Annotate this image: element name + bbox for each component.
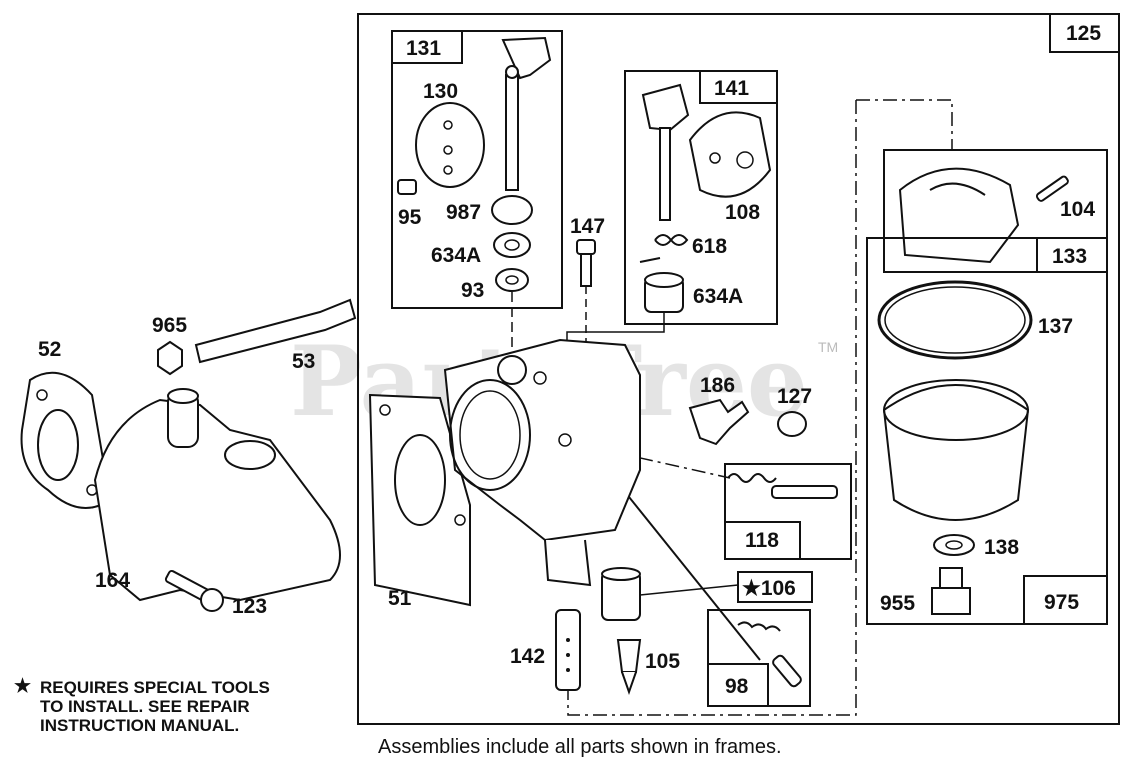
plug-127: [777, 411, 807, 437]
bowl-nut-955: [931, 587, 971, 615]
special-tools-note: ★ REQUIRES SPECIAL TOOLS TO INSTALL. SEE…: [14, 676, 270, 735]
callout-130: 130: [423, 80, 458, 103]
routing-line-1: [856, 99, 953, 150]
fitting-186: [688, 398, 750, 446]
float-pin: [1035, 175, 1069, 202]
callout-51: 51: [388, 587, 412, 610]
callout-186: 186: [700, 374, 735, 397]
spring-618: [639, 234, 689, 263]
routing-line-8: [639, 584, 739, 596]
callout-125: 125: [1066, 22, 1101, 45]
washer-93: [495, 268, 529, 292]
fuel-fitting-53: [194, 298, 357, 364]
callout-53: 53: [292, 350, 315, 373]
callout-118: 118: [745, 529, 779, 552]
callout-955: 955: [880, 592, 915, 615]
callout-137: 137: [1038, 315, 1073, 338]
needle-105: [616, 639, 642, 673]
callout-98: 98: [725, 675, 749, 698]
gasket-52: [20, 371, 112, 509]
callout-123: 123: [232, 595, 267, 618]
emulsion-tube-142: [555, 609, 581, 691]
label-box-98: [707, 663, 769, 707]
callout-138: 138: [984, 536, 1019, 559]
float-bowl: [882, 384, 1030, 521]
screw-147: [576, 239, 596, 255]
watermark-tm: TM: [818, 339, 838, 355]
label-box-106: [737, 571, 813, 603]
callout-104: 104: [1060, 198, 1095, 221]
spring-98: [737, 621, 781, 632]
nut-965: [157, 340, 183, 376]
note-line-1: REQUIRES SPECIAL TOOLS: [40, 678, 270, 697]
mixture-screw: [772, 654, 802, 688]
callout-106: ★106: [742, 577, 796, 600]
seal-987: [491, 195, 533, 225]
assembly-frame-133: [866, 237, 1108, 625]
callout-975: 975: [1044, 591, 1079, 614]
callout-147: 147: [570, 215, 605, 238]
callout-634a-1: 634A: [431, 244, 481, 267]
callout-133: 133: [1052, 245, 1087, 268]
assemblies-caption: Assemblies include all parts shown in fr…: [378, 736, 782, 758]
throttle-shaft: [505, 74, 519, 191]
callout-52: 52: [38, 338, 61, 361]
assembly-frame-125: [357, 13, 1120, 725]
carburetor-body: [443, 338, 641, 542]
callout-127: 127: [777, 385, 812, 408]
routing-line-2: [567, 100, 857, 716]
callout-131: 131: [406, 37, 441, 60]
star-icon: ★: [14, 676, 32, 697]
label-box-131: [391, 30, 463, 64]
callout-634a-2: 634A: [693, 285, 743, 308]
seal-634a: [493, 232, 531, 258]
screw-95: [397, 179, 417, 195]
label-box-125: [1049, 13, 1120, 53]
callout-142: 142: [510, 645, 545, 668]
float: [898, 167, 1020, 264]
callout-105: 105: [645, 650, 680, 673]
intake-elbow-164: [93, 398, 341, 602]
label-box-975: [1023, 575, 1108, 625]
throttle-plate: [415, 102, 485, 188]
callout-164: 164: [95, 569, 130, 592]
callout-108: 108: [725, 201, 760, 224]
callout-95: 95: [398, 206, 422, 229]
callout-93: 93: [461, 279, 484, 302]
choke-shaft: [659, 127, 671, 221]
choke-lever: [641, 83, 690, 132]
label-box-118: [724, 521, 801, 560]
gasket-137: [877, 280, 1033, 360]
note-line-3: INSTRUCTION MANUAL.: [40, 716, 240, 735]
callout-965: 965: [152, 314, 187, 337]
choke-plate: [688, 111, 772, 198]
label-box-141: [699, 70, 778, 104]
callout-618: 618: [692, 235, 727, 258]
note-line-2: TO INSTALL. SEE REPAIR: [40, 697, 250, 716]
gasket-51: [368, 393, 471, 607]
callout-141: 141: [714, 77, 749, 100]
label-box-133: [1036, 237, 1108, 273]
washer-138: [933, 534, 975, 556]
callout-987: 987: [446, 201, 481, 224]
idle-screw: [771, 485, 838, 499]
spring-118: [727, 473, 777, 483]
assembly-frame-104: [883, 149, 1108, 273]
assembly-frame-131: [391, 30, 563, 309]
